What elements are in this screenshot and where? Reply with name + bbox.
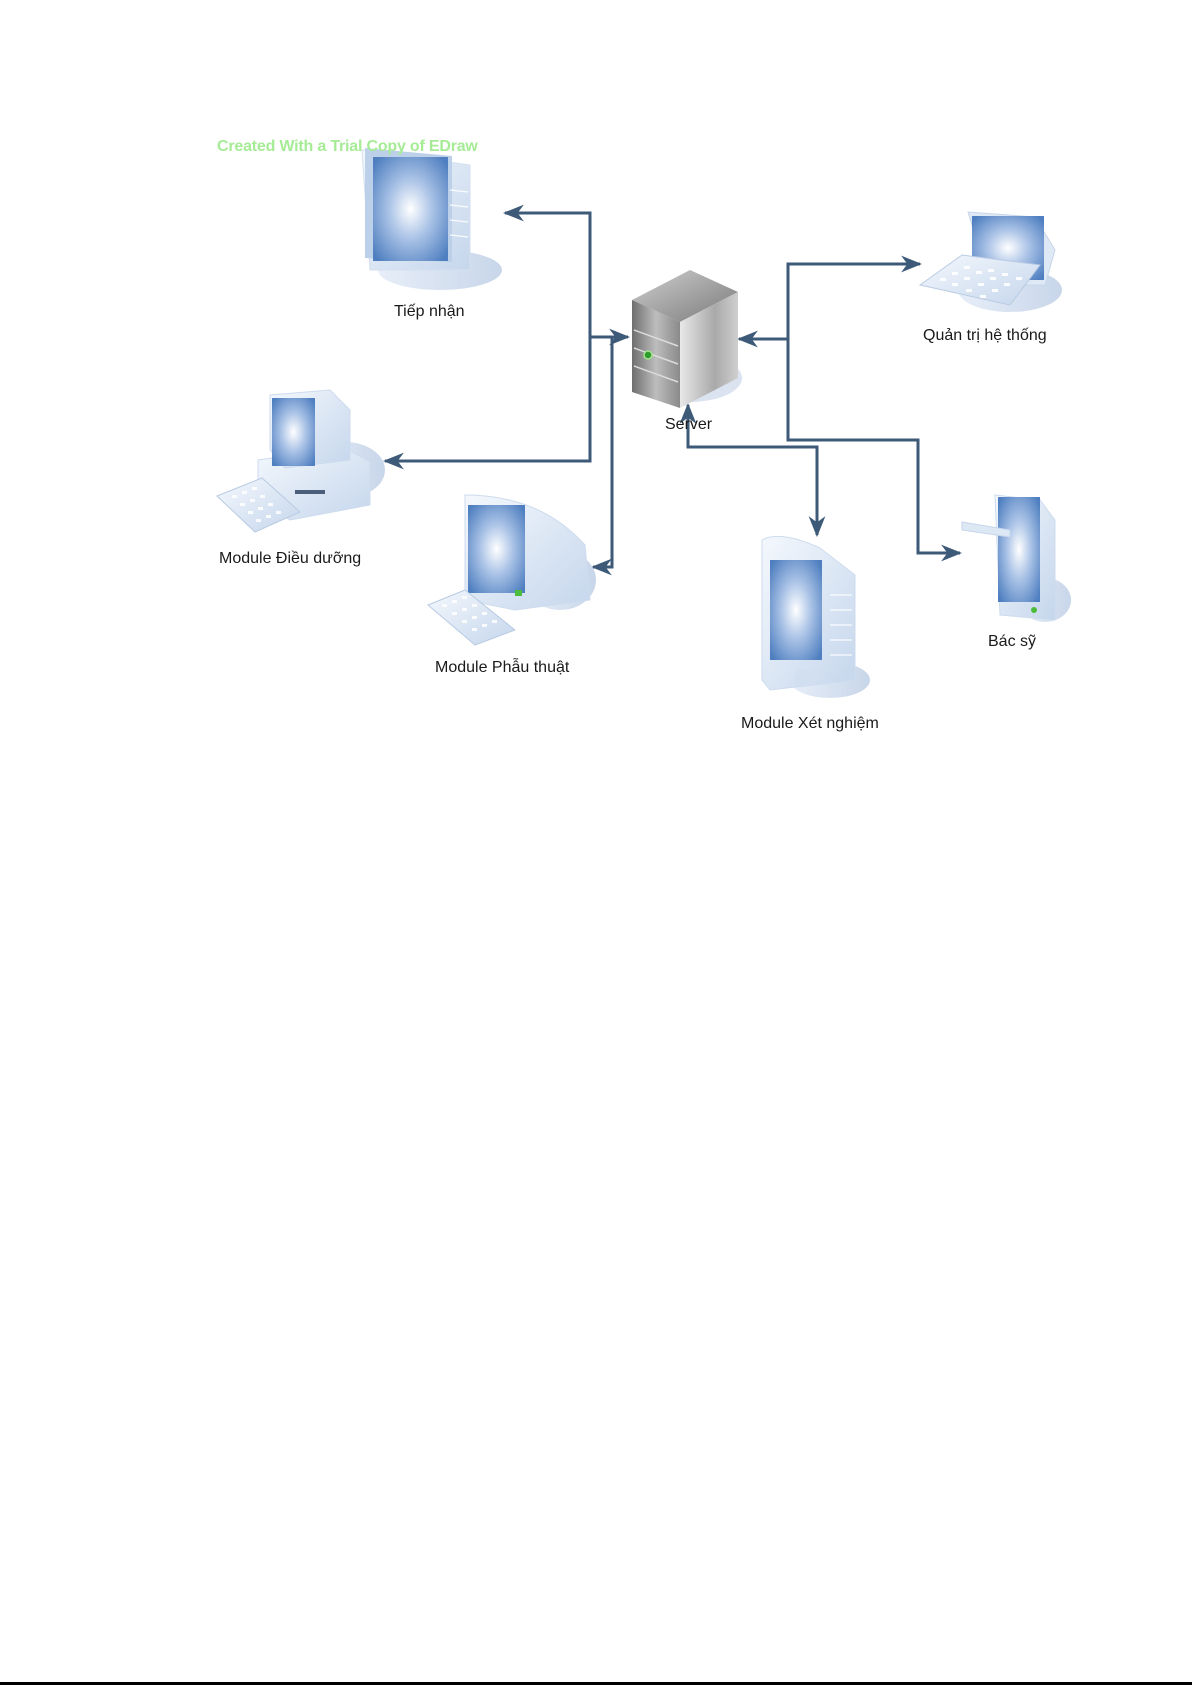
desktop-pc-icon <box>217 390 385 532</box>
label-dieu-duong: Module Điều dưỡng <box>219 550 361 568</box>
edge-server-quan-tri <box>788 264 920 339</box>
edge-server-dieu-duong <box>385 337 590 461</box>
tower-pc-icon <box>762 536 870 698</box>
edge-server-tiep-nhan <box>505 213 590 337</box>
label-xet-nghiem: Module Xét nghiệm <box>741 715 879 733</box>
laptop-icon <box>920 212 1062 312</box>
label-quan-tri: Quản trị hệ thống <box>923 327 1047 345</box>
tablet-pc-icon <box>962 495 1071 622</box>
label-bac-sy: Bác sỹ <box>988 633 1036 651</box>
label-server: Server <box>665 416 712 434</box>
server-tower-icon <box>632 270 742 408</box>
edge-phau-thuat-server <box>593 337 612 567</box>
trial-watermark: Created With a Trial Copy of EDraw <box>217 138 478 156</box>
desktop-pc-icon <box>428 495 596 645</box>
label-phau-thuat: Module Phẫu thuật <box>435 659 569 677</box>
tower-pc-icon <box>362 148 502 290</box>
label-tiep-nhan: Tiếp nhận <box>394 303 465 321</box>
